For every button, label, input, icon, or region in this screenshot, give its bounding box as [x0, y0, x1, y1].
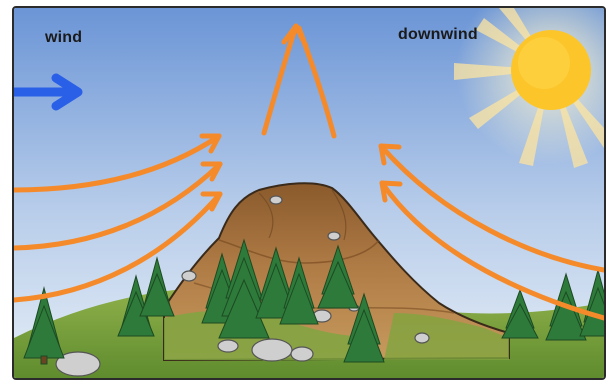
wind-label: wind [45, 29, 82, 47]
downwind-label: downwind [398, 26, 478, 44]
orographic-lift-diagram [14, 8, 604, 378]
diagram-frame: wind downwind [12, 6, 606, 380]
